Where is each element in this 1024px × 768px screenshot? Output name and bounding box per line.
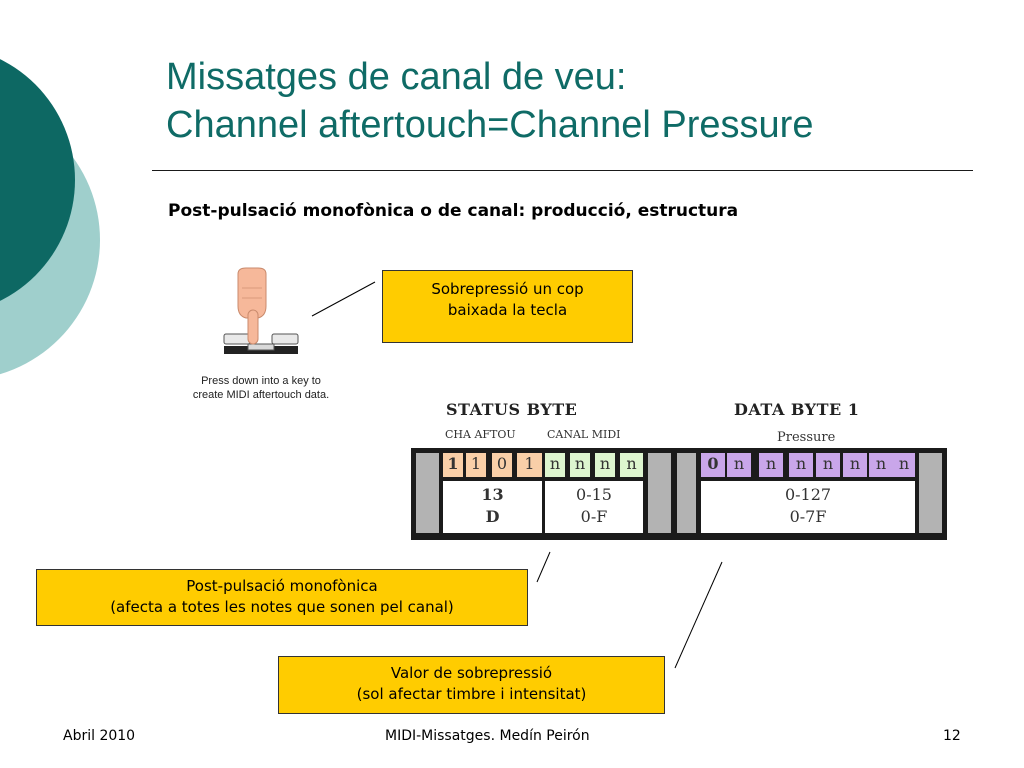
status-bit: 1 (443, 453, 463, 477)
callout-postpulsacio-line-2: (afecta a totes les notes que sonen pel … (110, 598, 454, 616)
data-bit: n (759, 453, 783, 477)
status-dec-left: 13 (481, 485, 504, 504)
data-byte-header: DATA BYTE 1 (734, 400, 860, 419)
callout-valor-line-1: Valor de sobrepressió (390, 664, 553, 682)
callout-postpulsacio: Post-pulsació monofònica (afecta a totes… (36, 569, 528, 626)
status-bit: n (620, 453, 643, 477)
data-dec: 0-127 (784, 485, 832, 504)
slide-subtitle: Post-pulsació monofònica o de canal: pro… (168, 201, 739, 221)
callout-valor-line-2: (sol afectar timbre i intensitat) (356, 685, 587, 703)
status-decimal-hex-left: 13 D (443, 481, 542, 533)
status-bit: 1 (466, 453, 486, 477)
status-bit: 1 (517, 453, 542, 477)
dark-circle (0, 59, 75, 301)
status-hex-left: D (485, 507, 500, 526)
callout-sobrepressio-line-1: Sobrepressió un cop (431, 280, 584, 298)
illustration-caption: Press down into a key to create MIDI aft… (186, 374, 336, 402)
data-bit: n (727, 453, 751, 477)
grey-column (677, 453, 696, 533)
decorative-circles (0, 59, 100, 375)
data-hex: 0-7F (789, 507, 827, 526)
footer-date: Abril 2010 (63, 728, 136, 744)
data-sub-pressure: Pressure (777, 430, 836, 445)
callout-sobrepressio: Sobrepressió un cop baixada la tecla (382, 270, 633, 343)
status-bit: n (545, 453, 565, 477)
status-sub-right: CANAL MIDI (547, 428, 621, 441)
byte-table: 1 1 0 1 n n n n 13 D 0-15 0-F 0 n n n n … (411, 448, 947, 540)
grey-column (919, 453, 942, 533)
callout-sobrepressio-line-2: baixada la tecla (447, 301, 568, 319)
grey-column (648, 453, 671, 533)
data-bit: 0 (701, 453, 725, 477)
footer-center: MIDI-Missatges. Medín Peirón (385, 728, 590, 744)
status-hex-right: 0-F (580, 507, 608, 526)
page-title-line-2: Channel aftertouch=Channel Pressure (166, 104, 814, 146)
data-bit: n (869, 453, 893, 477)
callout-postpulsacio-line-1: Post-pulsació monofònica (186, 577, 378, 595)
caption-line-2: create MIDI aftertouch data. (192, 389, 330, 401)
title-divider (152, 170, 973, 171)
data-bit: n (816, 453, 840, 477)
finger-pressing-key-icon (223, 267, 299, 354)
data-bit: n (893, 453, 915, 477)
page-title-line-1: Missatges de canal de veu: (166, 56, 627, 98)
status-decimal-hex-right: 0-15 0-F (545, 481, 643, 533)
status-sub-left: CHA AFTOU (445, 428, 516, 441)
status-bit: 0 (492, 453, 512, 477)
status-byte-header: STATUS BYTE (446, 400, 578, 419)
data-decimal-hex: 0-127 0-7F (701, 481, 915, 533)
status-dec-right: 0-15 (576, 485, 612, 504)
footer-page-number: 12 (943, 728, 961, 744)
status-bit: n (595, 453, 615, 477)
callout-valor: Valor de sobrepressió (sol afectar timbr… (278, 656, 665, 714)
data-bit: n (789, 453, 813, 477)
grey-column (416, 453, 439, 533)
caption-line-1: Press down into a key to (201, 375, 321, 387)
status-bit: n (570, 453, 590, 477)
data-bit: n (843, 453, 867, 477)
